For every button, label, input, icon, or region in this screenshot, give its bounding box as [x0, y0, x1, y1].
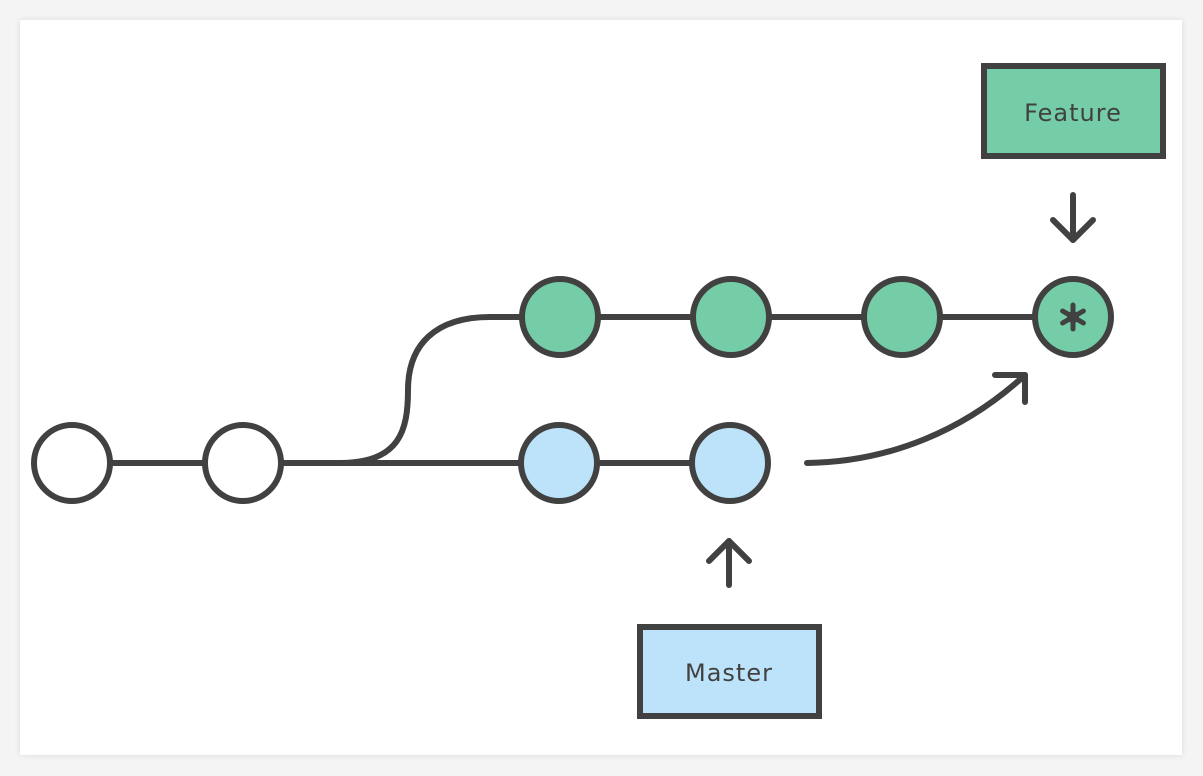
edge-branch-curve	[337, 314, 525, 466]
commit-base-2	[202, 422, 284, 504]
commit-master-2	[689, 422, 771, 504]
commit-master-1	[518, 422, 600, 504]
curved-arrow-icon	[804, 372, 1028, 466]
commit-feature-1	[519, 276, 601, 358]
up-arrow-icon	[706, 538, 752, 588]
down-arrow-icon	[1050, 192, 1096, 243]
commit-feature-2	[690, 276, 772, 358]
asterisk-icon	[1060, 302, 1086, 332]
commit-base-1	[31, 422, 113, 504]
master-label: Master	[637, 624, 822, 719]
connections	[108, 314, 1038, 466]
feature-label-text: Feature	[1024, 99, 1122, 127]
feature-label: Feature	[981, 63, 1166, 159]
master-label-text: Master	[685, 659, 773, 687]
commit-feature-3	[861, 276, 943, 358]
